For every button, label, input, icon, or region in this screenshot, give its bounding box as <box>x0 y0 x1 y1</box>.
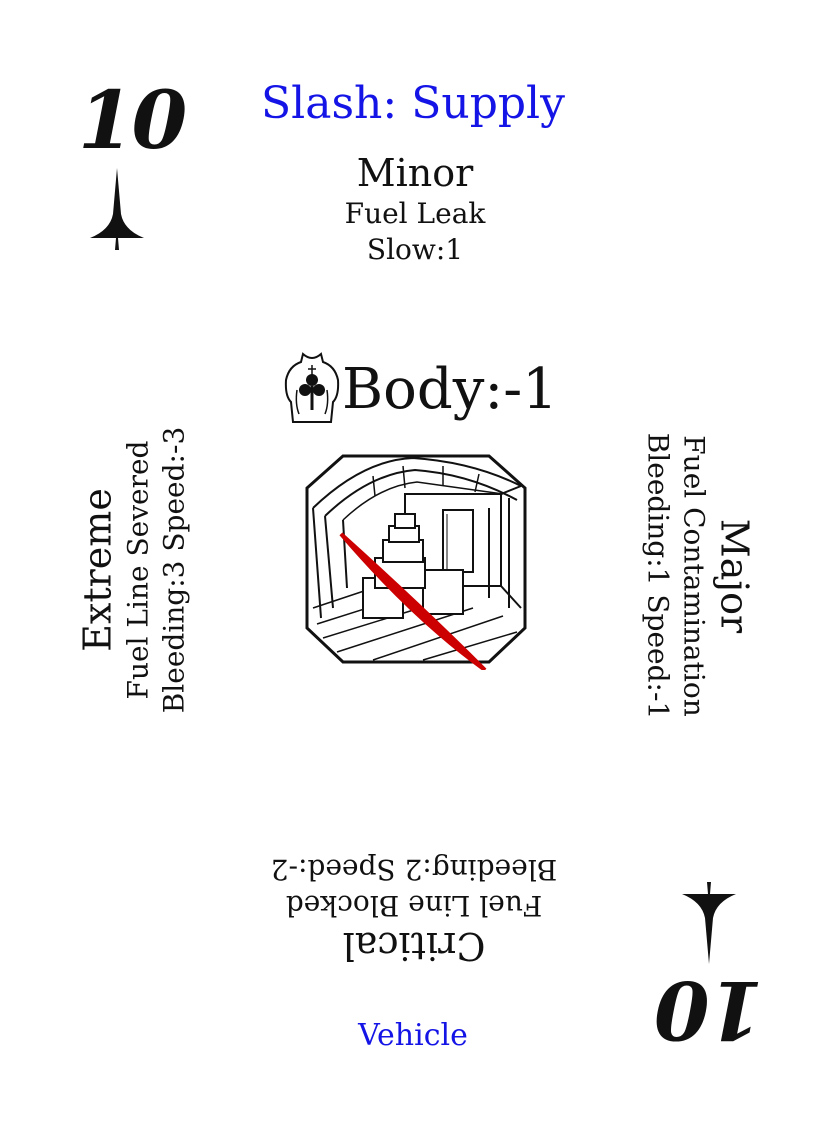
severity-minor-stats: Slow:1 <box>366 233 464 267</box>
severity-major-name: Major <box>712 518 757 634</box>
severity-major-effect: Fuel Contamination <box>677 435 711 717</box>
card-title: Slash: Supply <box>261 78 565 129</box>
severity-critical: Critical Fuel Line Blocked Bleeding:2 Sp… <box>264 850 564 968</box>
rank-top-left: 10 <box>78 73 187 167</box>
severity-extreme-stats: Bleeding:3 Speed:-3 <box>158 426 191 714</box>
severity-critical-effect: Fuel Line Blocked <box>285 888 543 922</box>
body-modifier: Body:-1 <box>342 357 558 422</box>
severity-major: Major Fuel Contamination Bleeding:1 Spee… <box>639 416 757 736</box>
spade-dagger-icon-bottom <box>682 882 736 964</box>
rank-bottom-right: 10 <box>656 963 764 1057</box>
severity-minor: Minor Fuel Leak Slow:1 <box>265 154 565 269</box>
spade-dagger-icon <box>90 168 144 250</box>
torso-club-icon <box>284 352 340 423</box>
severity-major-stats: Bleeding:1 Speed:-1 <box>641 432 674 720</box>
cargo-hold-illustration <box>305 454 527 670</box>
severity-extreme-effect: Fuel Line Severed <box>121 440 155 700</box>
severity-extreme-name: Extreme <box>75 488 120 652</box>
severity-critical-name: Critical <box>342 923 486 968</box>
severity-extreme: Extreme Fuel Line Severed Bleeding:3 Spe… <box>75 410 194 730</box>
severity-minor-effect: Fuel Leak <box>344 197 486 230</box>
severity-critical-stats: Bleeding:2 Speed:-2 <box>270 852 558 886</box>
card-category: Vehicle <box>358 1018 468 1053</box>
severity-minor-name: Minor <box>356 151 474 195</box>
